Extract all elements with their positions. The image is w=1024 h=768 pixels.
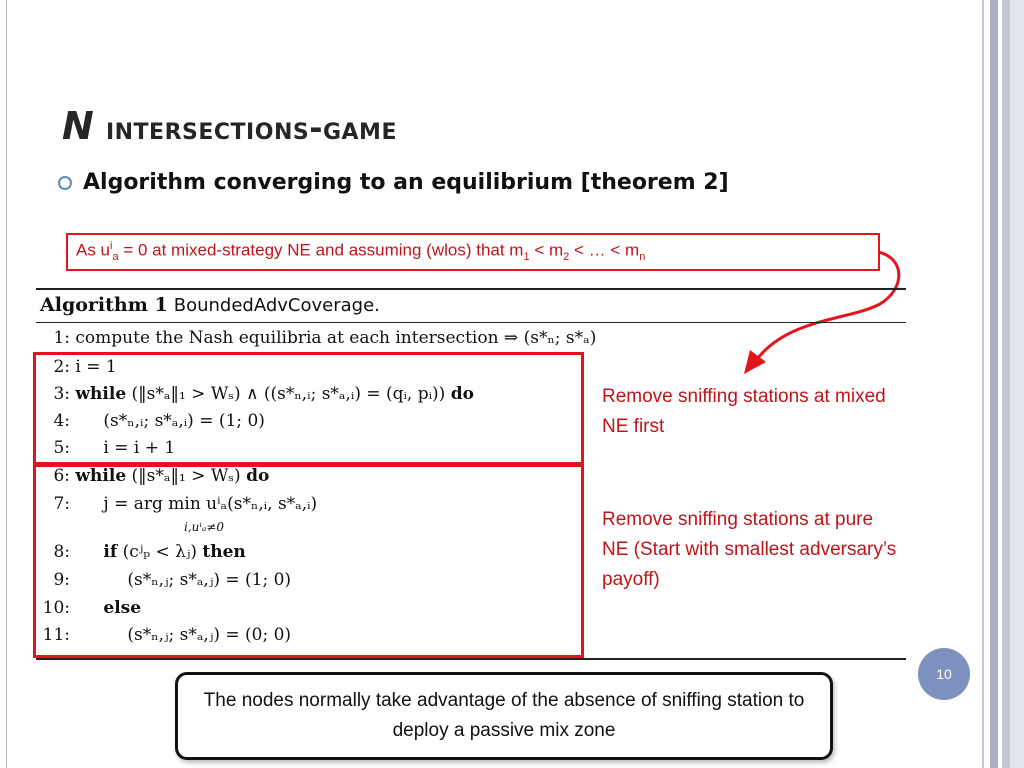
annotation-pure-ne: Remove sniffing stations at pure NE (Sta…	[602, 509, 897, 590]
algorithm-block: Algorithm 1 BoundedAdvCoverage. 1: compu…	[36, 288, 906, 660]
line-text: while (‖s*ₐ‖₁ > Wₛ) ∧ ((s*ₙ,ᵢ; s*ₐ,ᵢ) = …	[75, 384, 474, 404]
algorithm-rule-mid	[36, 322, 906, 323]
note-part: As u	[76, 240, 111, 260]
line-number: 5:	[53, 438, 70, 458]
line-number: 1:	[53, 328, 70, 348]
algorithm-line: 4: (s*ₙ,ᵢ; s*ₐ,ᵢ) = (1; 0)	[36, 411, 265, 431]
line-number: 3:	[53, 384, 70, 404]
highlight-pure-ne	[33, 464, 584, 658]
algorithm-line: 11: (s*ₙ,ⱼ; s*ₐ,ⱼ) = (0; 0)	[36, 625, 291, 645]
bullet-text: Algorithm converging to an equilibrium […	[83, 170, 729, 195]
note-part: < m	[529, 240, 564, 260]
note-sub: a	[112, 251, 119, 264]
line-number: 4:	[53, 411, 70, 431]
keyword: do	[450, 384, 474, 404]
curved-arrow-icon	[744, 250, 901, 374]
keyword: do	[246, 466, 270, 486]
line-number: 6:	[53, 466, 70, 486]
line-text: i = i + 1	[103, 438, 176, 458]
line-number: 2:	[53, 357, 70, 377]
keyword: while	[75, 466, 127, 486]
line-number: 9:	[53, 570, 70, 590]
highlight-mixed-ne	[33, 352, 584, 465]
line-number: 11:	[42, 625, 70, 645]
bullet-item: Algorithm converging to an equilibrium […	[58, 170, 729, 195]
algorithm-line: 10: else	[36, 598, 141, 618]
algorithm-name: BoundedAdvCoverage.	[173, 295, 380, 316]
algorithm-line: 9: (s*ₙ,ⱼ; s*ₐ,ⱼ) = (1; 0)	[36, 570, 291, 590]
note-sup: i	[110, 240, 113, 252]
line-number: 7:	[53, 494, 70, 514]
line-text: i = 1	[75, 357, 117, 377]
algorithm-line: 5: i = i + 1	[36, 438, 175, 458]
line-text: else	[75, 598, 141, 618]
line-number: 10:	[42, 598, 70, 618]
line-text: if (cʲₚ < λⱼ) then	[75, 542, 245, 562]
algorithm-rule-top	[36, 288, 906, 290]
note-part: < … < m	[569, 240, 640, 260]
footer-callout: The nodes normally take advantage of the…	[175, 672, 833, 760]
keyword: else	[103, 598, 142, 618]
line-text: compute the Nash equilibria at each inte…	[75, 328, 597, 348]
line-text: (s*ₙ,ⱼ; s*ₐ,ⱼ) = (1; 0)	[127, 570, 292, 590]
algorithm-rule-bottom	[36, 658, 906, 660]
line-text: j = arg min uⁱₐ(s*ₙ,ᵢ, s*ₐ,ᵢ)	[103, 494, 318, 514]
keyword: then	[202, 542, 246, 562]
algorithm-line: 3: while (‖s*ₐ‖₁ > Wₛ) ∧ ((s*ₙ,ᵢ; s*ₐ,ᵢ)…	[36, 384, 474, 404]
footer-text: The nodes normally take advantage of the…	[203, 690, 805, 741]
line-text: (s*ₙ,ᵢ; s*ₐ,ᵢ) = (1; 0)	[103, 411, 265, 431]
line-text: while (‖s*ₐ‖₁ > Wₛ) do	[75, 466, 269, 486]
algorithm-label: Algorithm 1	[40, 294, 168, 316]
algorithm-line: 7: j = arg min uⁱₐ(s*ₙ,ᵢ, s*ₐ,ᵢ)	[36, 494, 317, 514]
algorithm-line: 6: while (‖s*ₐ‖₁ > Wₛ) do	[36, 466, 269, 486]
note-sub: 2	[563, 251, 570, 264]
slide-frame-right	[976, 0, 1024, 768]
page-number-badge: 10	[918, 648, 970, 700]
algorithm-line: 2: i = 1	[36, 357, 117, 377]
slide-title: N intersections-game	[62, 104, 397, 148]
argmin-subscript: i,uⁱₐ≠0	[184, 520, 224, 534]
keyword: while	[75, 384, 127, 404]
condition: (cʲₚ < λⱼ)	[122, 542, 197, 562]
line-text: (s*ₙ,ⱼ; s*ₐ,ⱼ) = (0; 0)	[127, 625, 292, 645]
condition: (‖s*ₐ‖₁ > Wₛ) ∧ ((s*ₙ,ᵢ; s*ₐ,ᵢ) = (qᵢ, p…	[131, 384, 446, 404]
note-part: = 0 at mixed-strategy NE and assuming (w…	[118, 240, 524, 260]
condition: (‖s*ₐ‖₁ > Wₛ)	[131, 466, 241, 486]
assumption-note: As uia = 0 at mixed-strategy NE and assu…	[66, 233, 880, 271]
algorithm-header: Algorithm 1 BoundedAdvCoverage.	[40, 294, 380, 316]
algorithm-line: 1: compute the Nash equilibria at each i…	[36, 328, 596, 348]
title-rest: intersections-game	[105, 109, 397, 147]
algorithm-line: 8: if (cʲₚ < λⱼ) then	[36, 542, 245, 562]
keyword: if	[103, 542, 118, 562]
line-number: 8:	[53, 542, 70, 562]
title-n: N	[62, 104, 95, 148]
ring-bullet-icon	[58, 175, 72, 190]
slide-frame-left	[6, 0, 7, 768]
note-sub: n	[639, 251, 646, 264]
annotation-mixed-ne: Remove sniffing stations at mixed NE fir…	[602, 386, 886, 437]
note-sub: 1	[523, 251, 530, 264]
